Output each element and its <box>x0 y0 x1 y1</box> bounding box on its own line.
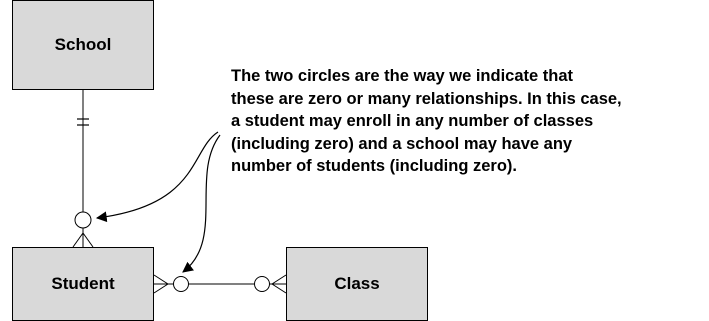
annotation-line-2: these are zero or many relationships. In… <box>231 89 622 108</box>
school-entity-label: School <box>54 35 112 54</box>
class-entity: Class <box>286 247 428 321</box>
student-class-relationship <box>153 274 287 294</box>
school-entity: School <box>12 0 154 90</box>
arrow-to-vertical-circle <box>95 131 219 223</box>
student-side-zero-circle <box>173 276 189 292</box>
student-entity: Student <box>12 247 154 321</box>
annotation-line-3: a student may enroll in any number of cl… <box>231 112 594 131</box>
class-side-crowfoot-top <box>271 274 287 285</box>
student-side-crowfoot-bottom <box>153 283 169 294</box>
arrow-to-horizontal-circle <box>182 134 221 273</box>
student-entity-label: Student <box>51 274 115 293</box>
class-entity-label: Class <box>334 274 380 293</box>
annotation-line-4: (including zero) and a school may have a… <box>231 134 573 153</box>
school-student-relationship <box>72 90 94 248</box>
student-crowfoot-right <box>82 232 94 248</box>
annotation-text: The two circles are the way we indicate … <box>231 65 709 178</box>
student-zero-circle-vertical <box>74 211 92 229</box>
student-crowfoot-left <box>72 232 84 248</box>
annotation-line-5: number of students (including zero). <box>231 157 517 176</box>
class-side-crowfoot-bottom <box>271 283 287 294</box>
annotation-line-1: The two circles are the way we indicate … <box>231 67 574 85</box>
class-side-zero-circle <box>254 276 270 292</box>
student-side-crowfoot-top <box>153 274 169 285</box>
